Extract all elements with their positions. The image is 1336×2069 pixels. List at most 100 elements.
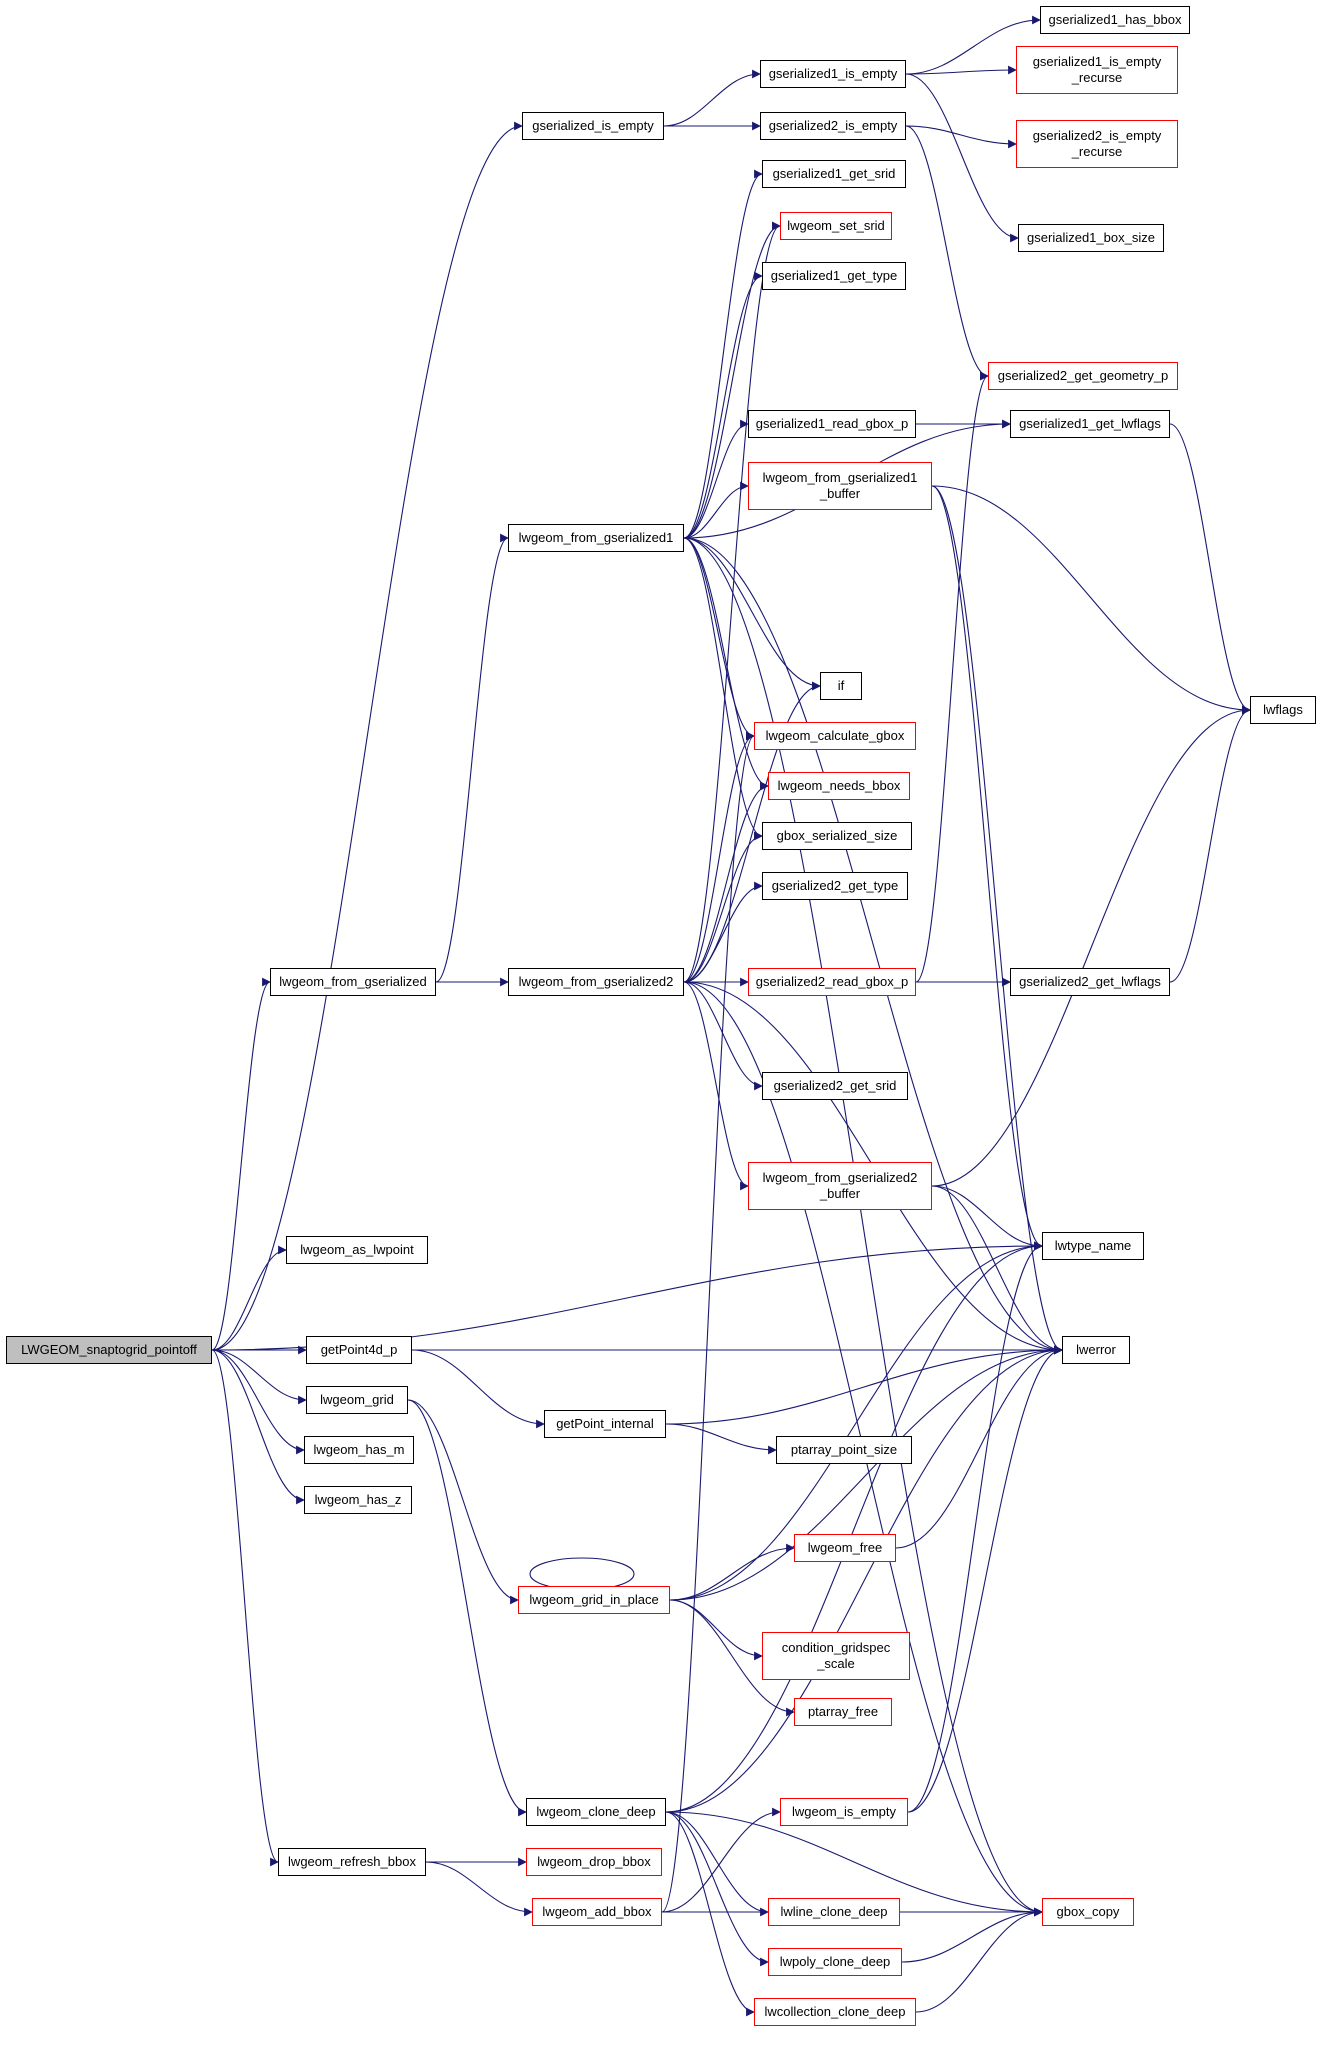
node-g2-get-type[interactable]: gserialized2_get_type — [762, 872, 908, 900]
node-gbox-ser-size[interactable]: gbox_serialized_size — [762, 822, 912, 850]
node-from-g1-buffer[interactable]: lwgeom_from_gserialized1 _buffer — [748, 462, 932, 510]
edge-from_g1_buffer-to-lwflags — [931, 485, 1251, 715]
edge-main-to-from_gs — [211, 977, 271, 1351]
node-lwtype-name[interactable]: lwtype_name — [1042, 1232, 1144, 1260]
node-gbox-copy[interactable]: gbox_copy — [1042, 1898, 1134, 1926]
node-from-gs[interactable]: lwgeom_from_gserialized — [270, 968, 436, 996]
edge-from_g2-to-needs_bbox — [683, 781, 769, 983]
node-clone-deep[interactable]: lwgeom_clone_deep — [526, 1798, 666, 1826]
node-g1-get-lwflags[interactable]: gserialized1_get_lwflags — [1010, 410, 1170, 438]
node-lwerror[interactable]: lwerror — [1062, 1336, 1130, 1364]
node-from-g2[interactable]: lwgeom_from_gserialized2 — [508, 968, 684, 996]
edge-free-to-lwerror — [895, 1345, 1063, 1549]
edge-g1_get_lwflags-to-lwflags — [1169, 423, 1251, 715]
edge-gs_is_empty-to-g1_is_empty — [663, 69, 761, 127]
edge-grid_in_place-to-lwerror — [669, 1345, 1063, 1601]
node-cond-scale[interactable]: condition_gridspec _scale — [762, 1632, 910, 1680]
edge-getpoint_internal-to-lwerror — [665, 1345, 1063, 1425]
node-has-bbox[interactable]: gserialized1_has_bbox — [1040, 6, 1190, 34]
edge-from_g2-to-gbox_ser_size — [683, 831, 763, 983]
edge-add_bbox-to-calc_gbox — [661, 731, 755, 1913]
edge-from_g1-to-if — [683, 537, 821, 691]
node-main[interactable]: LWGEOM_snaptogrid_pointoff — [6, 1336, 212, 1364]
node-lwcoll-clone[interactable]: lwcollection_clone_deep — [754, 1998, 916, 2026]
node-ptarray-free[interactable]: ptarray_free — [794, 1698, 892, 1726]
node-is-empty[interactable]: lwgeom_is_empty — [780, 1798, 908, 1826]
node-if[interactable]: if — [820, 672, 862, 700]
edge-from_g1-to-needs_bbox — [683, 537, 769, 791]
node-needs-bbox[interactable]: lwgeom_needs_bbox — [768, 772, 910, 800]
node-g2-get-lwflags[interactable]: gserialized2_get_lwflags — [1010, 968, 1170, 996]
edge-refresh_bbox-to-add_bbox — [425, 1861, 533, 1917]
node-from-g2-buffer[interactable]: lwgeom_from_gserialized2 _buffer — [748, 1162, 932, 1210]
node-getpoint4d[interactable]: getPoint4d_p — [306, 1336, 412, 1364]
edge-main-to-has_z — [211, 1349, 305, 1505]
node-grid-in-place[interactable]: lwgeom_grid_in_place — [518, 1586, 670, 1614]
edge-from_g1-to-calc_gbox — [683, 537, 755, 741]
node-free[interactable]: lwgeom_free — [794, 1534, 896, 1562]
node-grid[interactable]: lwgeom_grid — [306, 1386, 408, 1414]
node-pt-size[interactable]: ptarray_point_size — [776, 1436, 912, 1464]
edge-from_g1-to-g1_get_type — [683, 271, 763, 539]
edge-clone_deep-to-lwline_clone — [665, 1811, 769, 1917]
edge-from_g2-to-from_g2_buffer — [683, 981, 749, 1191]
node-g2-is-empty-rec[interactable]: gserialized2_is_empty _recurse — [1016, 120, 1178, 168]
edge-g2_is_empty-to-g2_is_empty_rec — [905, 125, 1017, 149]
edge-from_g2-to-set_srid — [683, 221, 781, 983]
edge-from_g2_buffer-to-lwtype_name — [931, 1185, 1043, 1251]
edge-lwcoll_clone-to-gbox_copy — [915, 1907, 1043, 2013]
edge-from_g1-to-gbox_ser_size — [683, 537, 763, 841]
node-add-bbox[interactable]: lwgeom_add_bbox — [532, 1898, 662, 1926]
node-calc-gbox[interactable]: lwgeom_calculate_gbox — [754, 722, 916, 750]
node-set-srid[interactable]: lwgeom_set_srid — [780, 212, 892, 240]
node-drop-bbox[interactable]: lwgeom_drop_bbox — [526, 1848, 662, 1876]
edge-g1_is_empty-to-has_bbox — [905, 15, 1041, 75]
node-g1-is-empty-rec[interactable]: gserialized1_is_empty _recurse — [1016, 46, 1178, 94]
edge-from_g2-to-calc_gbox — [683, 731, 755, 983]
edge-clone_deep-to-lwpoly_clone — [665, 1811, 769, 1967]
edge-from_g1-to-from_g1_buffer — [683, 481, 749, 539]
edge-add_bbox-to-is_empty — [661, 1807, 781, 1913]
edge-clone_deep-to-lwerror — [665, 1345, 1063, 1813]
edge-from_g2_buffer-to-lwflags — [931, 705, 1251, 1187]
node-g2-get-srid[interactable]: gserialized2_get_srid — [762, 1072, 908, 1100]
edge-from_g2_buffer-to-lwerror — [931, 1185, 1063, 1355]
node-g2-is-empty[interactable]: gserialized2_is_empty — [760, 112, 906, 140]
edge-is_empty-to-lwtype_name — [907, 1241, 1043, 1813]
node-g1-get-type[interactable]: gserialized1_get_type — [762, 262, 906, 290]
edge-grid-to-clone_deep — [407, 1399, 527, 1817]
node-g1-read-gbox[interactable]: gserialized1_read_gbox_p — [748, 410, 916, 438]
node-has-z[interactable]: lwgeom_has_z — [304, 1486, 412, 1514]
node-as-lwpoint[interactable]: lwgeom_as_lwpoint — [286, 1236, 428, 1264]
edge-getpoint_internal-to-pt_size — [665, 1423, 777, 1455]
edge-grid_in_place-to-ptarray_free — [669, 1599, 795, 1717]
node-refresh-bbox[interactable]: lwgeom_refresh_bbox — [278, 1848, 426, 1876]
node-g1-box-size[interactable]: gserialized1_box_size — [1018, 224, 1164, 252]
node-g1-is-empty[interactable]: gserialized1_is_empty — [760, 60, 906, 88]
node-getpoint-internal[interactable]: getPoint_internal — [544, 1410, 666, 1438]
edge-from_g1-to-gbox_copy — [683, 537, 1043, 1917]
edge-clone_deep-to-gbox_copy — [665, 1811, 1043, 1917]
node-g1-get-srid[interactable]: gserialized1_get_srid — [762, 160, 906, 188]
node-lwline-clone[interactable]: lwline_clone_deep — [768, 1898, 900, 1926]
edge-g1_is_empty-to-g1_box_size — [905, 73, 1019, 243]
edge-g2_read_gbox-to-g2_get_geometry_p — [915, 371, 989, 983]
edge-from_g1-to-set_srid — [683, 221, 781, 539]
edge-from_g1_buffer-to-lwerror — [931, 485, 1063, 1355]
node-has-m[interactable]: lwgeom_has_m — [304, 1436, 414, 1464]
edge-is_empty-to-lwerror — [907, 1345, 1063, 1813]
edge-from_g2-to-if — [683, 681, 821, 983]
node-lwpoly-clone[interactable]: lwpoly_clone_deep — [768, 1948, 902, 1976]
node-from-g1[interactable]: lwgeom_from_gserialized1 — [508, 524, 684, 552]
edge-main-to-gs_is_empty — [211, 121, 523, 1351]
node-g2-get-geometry-p[interactable]: gserialized2_get_geometry_p — [988, 362, 1178, 390]
edge-from_g1_buffer-to-lwtype_name — [931, 485, 1043, 1251]
edge-from_g1-to-lwerror — [683, 537, 1063, 1355]
node-gs-is-empty[interactable]: gserialized_is_empty — [522, 112, 664, 140]
node-lwflags[interactable]: lwflags — [1250, 696, 1316, 724]
edge-grid_in_place-to-lwtype_name — [669, 1241, 1043, 1601]
edge-g2_get_lwflags-to-lwflags — [1169, 705, 1251, 983]
node-g2-read-gbox[interactable]: gserialized2_read_gbox_p — [748, 968, 916, 996]
